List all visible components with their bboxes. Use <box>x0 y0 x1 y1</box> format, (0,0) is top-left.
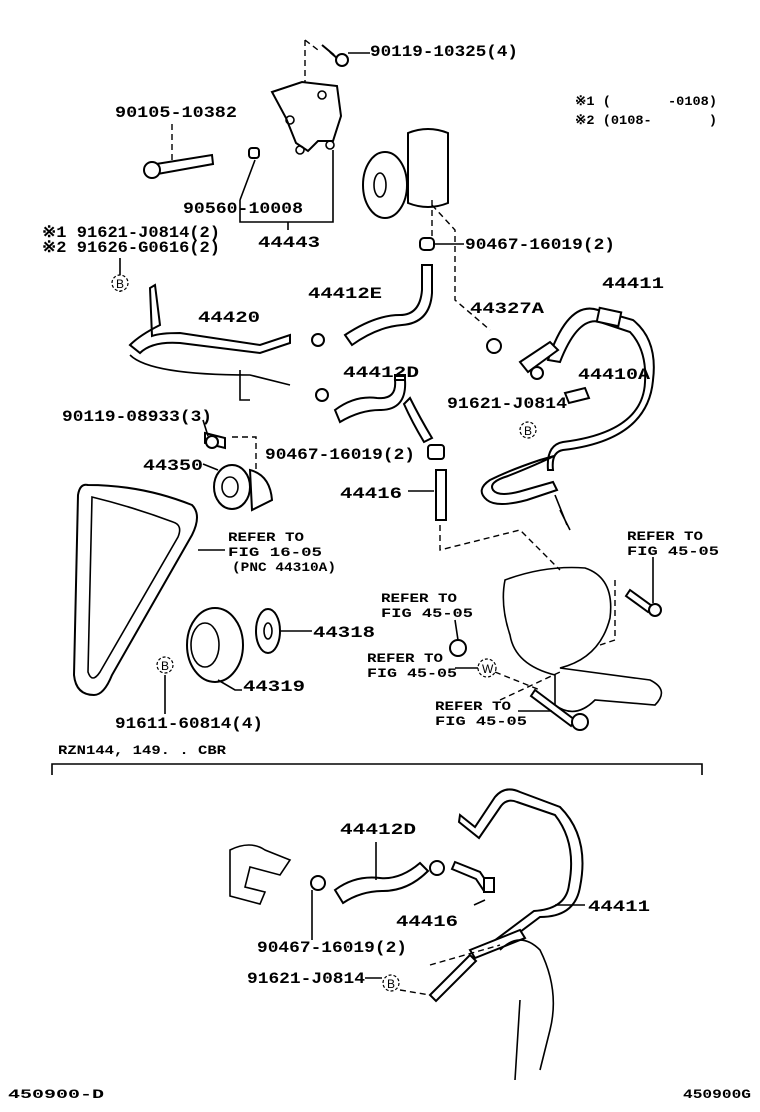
label-v-clamp: 90467-16019(2) <box>257 939 407 957</box>
note-2: ※2 (0108- ) <box>575 113 717 128</box>
marker-b: B <box>524 424 532 438</box>
label-pulley: 44319 <box>243 678 305 696</box>
diagram-code: 450900-D <box>8 1087 104 1102</box>
label-bolt-idler: 90119-08933(3) <box>62 408 212 426</box>
reference-markers: B B B B W <box>111 274 537 992</box>
label-pressure-hose: 44411 <box>602 275 664 293</box>
label-union: 44410A <box>578 366 650 384</box>
label-bracket: 44443 <box>258 234 320 252</box>
label-hose-d: 44412D <box>343 364 419 382</box>
refer-belt-3: (PNC 44310A) <box>232 560 336 575</box>
label-bolt-long: 90105-10382 <box>115 104 237 122</box>
label-pipe: 44420 <box>198 309 260 327</box>
refer-a-1: REFER TO <box>627 529 703 544</box>
label-bolt-union: 91621-J0814 <box>447 395 567 413</box>
part-labels: 90119-10325(4) 90105-10382 ※1 ( -0108) ※… <box>8 43 751 1102</box>
label-clamp-top: 90467-16019(2) <box>465 236 615 254</box>
refer-b-2: FIG 45-05 <box>381 606 473 621</box>
refer-a-2: FIG 45-05 <box>627 544 719 559</box>
label-clamp-a: 44327A <box>470 300 545 318</box>
label-bolt-bracket: 90119-10325(4) <box>370 43 518 61</box>
refer-d-2: FIG 45-05 <box>435 714 527 729</box>
label-v-union-bolt: 44416 <box>396 913 458 931</box>
note-1: ※1 ( -0108) <box>575 94 717 109</box>
label-hose-e: 44412E <box>308 285 382 303</box>
marker-b: B <box>161 659 169 673</box>
part-drawings <box>51 39 703 1081</box>
label-idler: 44350 <box>143 457 203 475</box>
label-bolt-pipe-2: ※2 91626-G0616(2) <box>42 239 220 257</box>
refer-belt-2: FIG 16-05 <box>228 545 322 560</box>
variant-label: RZN144, 149. . CBR <box>58 743 226 758</box>
figure-code: 450900G <box>683 1087 751 1102</box>
refer-c-1: REFER TO <box>367 651 443 666</box>
label-v-hose-d: 44412D <box>340 821 416 839</box>
refer-b-1: REFER TO <box>381 591 457 606</box>
marker-w: W <box>482 662 494 676</box>
label-bolt-pulley: 91611-60814(4) <box>115 715 263 733</box>
label-clamp-mid: 90467-16019(2) <box>265 446 415 464</box>
marker-b: B <box>116 277 124 291</box>
marker-b: B <box>387 977 395 991</box>
label-washer: 44318 <box>313 624 375 642</box>
label-bolt-pipe-1: ※1 91621-J0814(2) <box>42 224 220 242</box>
refer-c-2: FIG 45-05 <box>367 666 457 681</box>
refer-d-1: REFER TO <box>435 699 511 714</box>
refer-belt-1: REFER TO <box>228 530 304 545</box>
label-v-bolt: 91621-J0814 <box>247 970 365 988</box>
label-v-pressure-hose: 44411 <box>588 898 650 916</box>
label-pin: 90560-10008 <box>183 200 303 218</box>
label-union-bolt: 44416 <box>340 485 402 503</box>
